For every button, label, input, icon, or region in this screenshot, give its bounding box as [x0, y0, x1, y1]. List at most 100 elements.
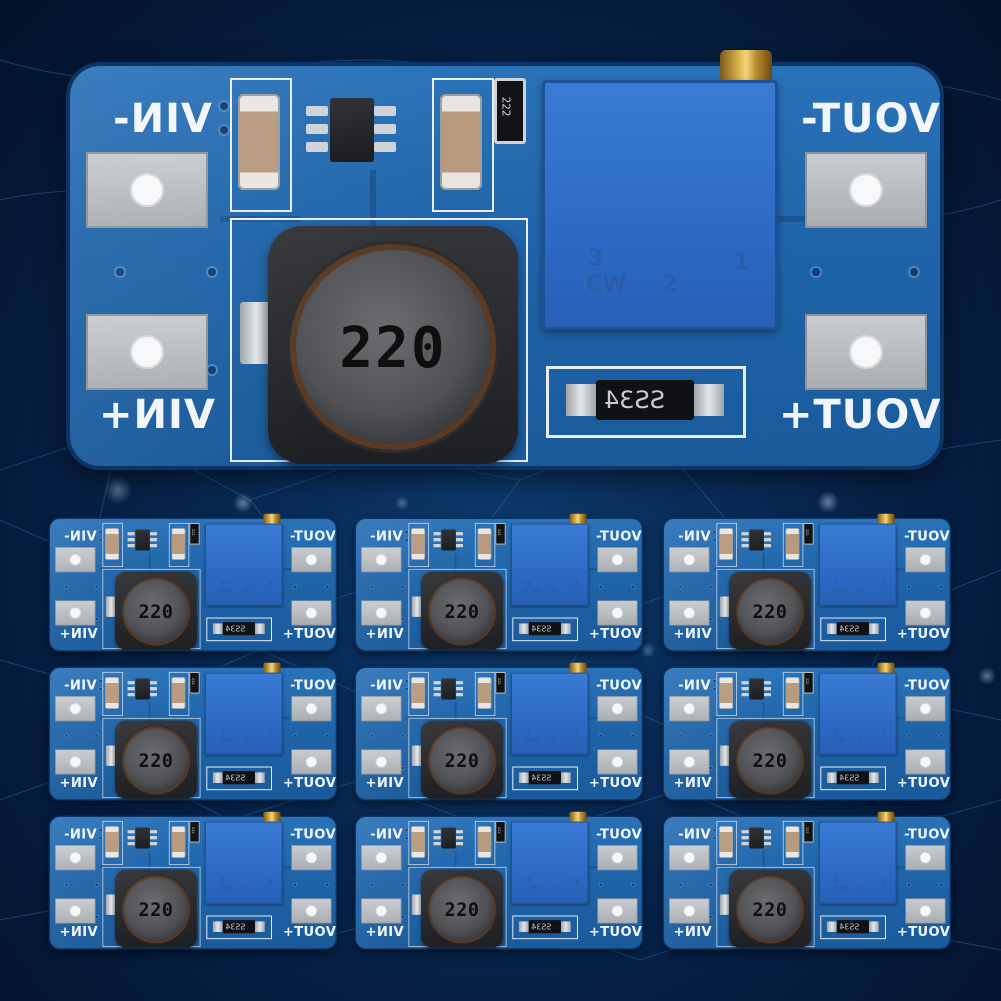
vin-plus-pad: [361, 898, 402, 924]
vout-minus-pad: [597, 845, 638, 871]
pot-marking-2: 2: [858, 735, 864, 744]
inductor-core: [124, 877, 188, 942]
pot-marking-2: 2: [662, 272, 678, 297]
vin-minus-label: VIN-: [112, 96, 212, 142]
capacitor-outline: [408, 522, 429, 567]
vin-minus-pad: [361, 845, 402, 871]
boost-ic-chip: [441, 678, 456, 700]
vin-minus-pad: [361, 696, 402, 722]
potentiometer-screw: [263, 662, 281, 675]
trimmer-potentiometer: [819, 821, 897, 904]
vout-minus-label: VOUT-: [903, 677, 950, 693]
trimmer-potentiometer: [205, 821, 283, 904]
pot-marking-3: 3: [834, 876, 840, 885]
output-capacitor: [171, 826, 186, 858]
vout-minus-label: VOUT-: [595, 528, 642, 544]
vout-plus-pad: [597, 600, 638, 626]
vout-plus-label: VOUT+: [896, 626, 950, 642]
pot-marking-cw: CW: [833, 735, 847, 744]
vin-plus-pad: [669, 749, 710, 775]
schottky-diode: SS34: [222, 920, 255, 934]
trimmer-potentiometer: [511, 672, 589, 755]
smd-resistor: 222: [189, 522, 200, 545]
vin-minus-pad: [669, 845, 710, 871]
output-capacitor: [171, 528, 186, 560]
boost-converter-board-small: VIN- VIN+ VOUT- VOUT+ 222 3 1 CW 2 220 S…: [50, 662, 336, 800]
trimmer-potentiometer: [819, 672, 897, 755]
boost-converter-board-small: VIN- VIN+ VOUT- VOUT+ 222 3 1 CW 2 220 S…: [664, 811, 950, 949]
vin-minus-label: VIN-: [369, 826, 403, 842]
vin-plus-label: VIN+: [59, 924, 98, 940]
output-capacitor: [477, 677, 492, 709]
vout-minus-pad: [805, 152, 927, 228]
pot-marking-cw: CW: [833, 586, 847, 595]
vin-plus-pad: [361, 600, 402, 626]
inductor-marking: 220: [752, 601, 788, 623]
input-capacitor: [719, 826, 733, 858]
input-capacitor: [411, 528, 425, 560]
vin-minus-pad: [361, 547, 402, 573]
pot-marking-1: 1: [574, 728, 580, 737]
inductor-marking: 220: [444, 899, 480, 921]
pot-marking-3: 3: [526, 578, 532, 587]
pot-marking-3: 3: [526, 876, 532, 885]
diode-outline: [512, 766, 578, 791]
vout-plus-pad: [291, 898, 332, 924]
pot-marking-1: 1: [268, 579, 274, 588]
pot-marking-cw: CW: [219, 586, 233, 595]
vout-plus-label: VOUT+: [896, 924, 950, 940]
schottky-diode: SS34: [528, 920, 561, 934]
diode-outline: [820, 617, 886, 642]
boost-ic-chip: [441, 529, 456, 551]
pot-marking-1: 1: [882, 579, 888, 588]
pot-marking-cw: CW: [219, 735, 233, 744]
vin-minus-pad: [669, 547, 710, 573]
vout-minus-pad: [291, 696, 332, 722]
vin-plus-pad: [669, 898, 710, 924]
potentiometer-screw: [877, 811, 895, 824]
capacitor-outline: [474, 820, 496, 865]
pot-marking-cw: CW: [525, 884, 539, 893]
boost-converter-board-small: VIN- VIN+ VOUT- VOUT+ 222 3 1 CW 2 220 S…: [356, 811, 642, 949]
inductor-core: [124, 579, 188, 644]
input-capacitor: [411, 677, 425, 709]
vin-plus-pad: [55, 749, 96, 775]
boost-ic-chip: [330, 98, 374, 162]
inductor-core: [738, 877, 802, 942]
pot-marking-2: 2: [858, 586, 864, 595]
capacitor-outline: [782, 820, 804, 865]
vin-plus-label: VIN+: [673, 775, 712, 791]
capacitor-outline: [716, 820, 737, 865]
inductor-core: [296, 250, 490, 444]
boost-ic-chip: [135, 827, 150, 849]
vout-minus-pad: [905, 696, 946, 722]
pot-marking-2: 2: [244, 884, 250, 893]
input-capacitor: [105, 826, 119, 858]
schottky-diode: SS34: [222, 771, 255, 785]
vout-minus-pad: [597, 696, 638, 722]
vin-plus-pad: [669, 600, 710, 626]
smd-resistor: 222: [495, 820, 506, 843]
smd-resistor: 222: [495, 522, 506, 545]
schottky-diode: SS34: [222, 622, 255, 636]
vout-minus-label: VOUT-: [595, 677, 642, 693]
pot-marking-cw: CW: [219, 884, 233, 893]
vout-plus-pad: [905, 749, 946, 775]
output-capacitor: [440, 94, 482, 190]
vin-plus-label: VIN+: [673, 924, 712, 940]
schottky-diode: SS34: [528, 622, 561, 636]
smd-resistor: 222: [495, 671, 506, 694]
capacitor-outline: [782, 522, 804, 567]
pot-marking-3: 3: [834, 727, 840, 736]
pot-marking-cw: CW: [833, 884, 847, 893]
vin-minus-pad: [55, 547, 96, 573]
inductor-marking: 220: [752, 750, 788, 772]
vin-minus-label: VIN-: [677, 826, 711, 842]
vout-plus-label: VOUT+: [588, 775, 642, 791]
boost-ic-chip: [749, 529, 764, 551]
vin-plus-label: VIN+: [98, 392, 215, 438]
output-capacitor: [477, 528, 492, 560]
input-capacitor: [105, 528, 119, 560]
input-capacitor: [719, 528, 733, 560]
output-capacitor: [785, 528, 800, 560]
